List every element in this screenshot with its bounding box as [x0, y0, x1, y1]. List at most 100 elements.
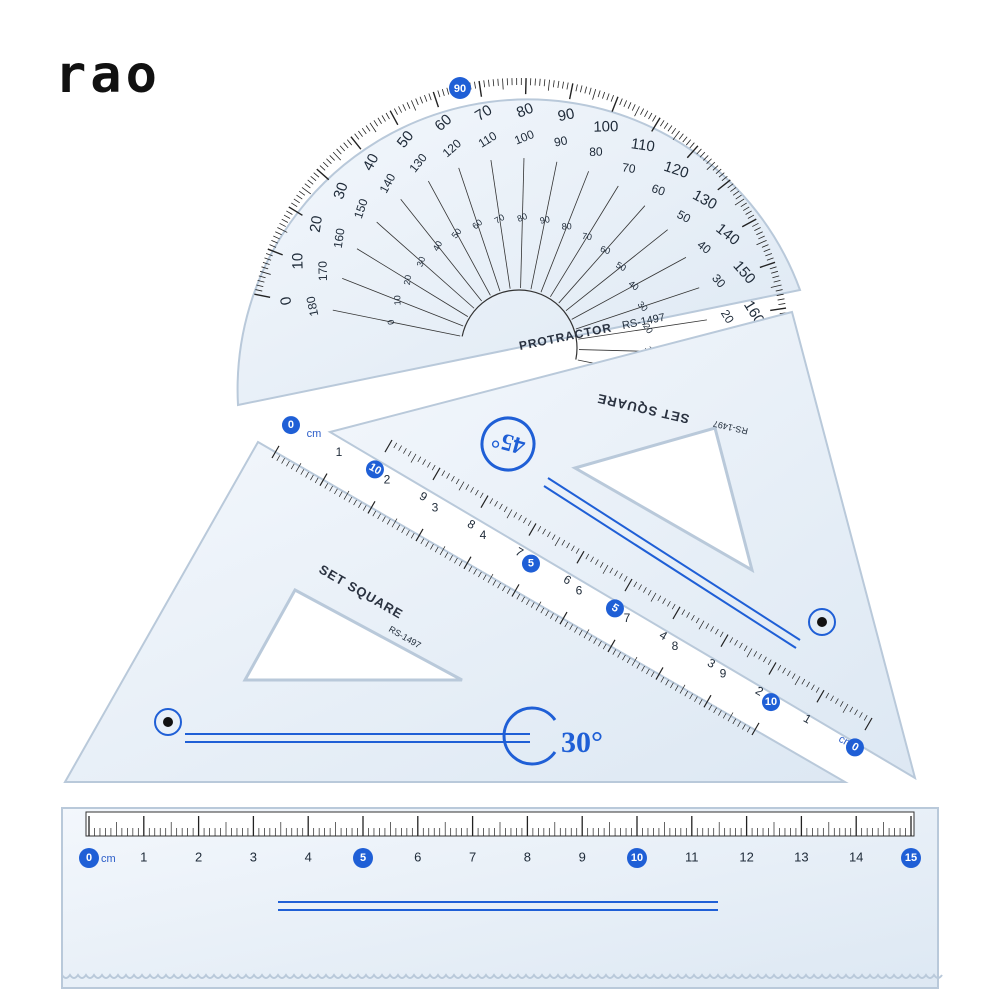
set-square-30-scale-tick: [631, 656, 638, 666]
protractor-tick: [288, 206, 303, 216]
protractor-tick: [759, 261, 776, 269]
set-square-45-scale-tick: [554, 537, 561, 547]
set-square-45-scale-label: 4: [657, 628, 670, 644]
protractor-tick: [316, 168, 330, 181]
protractor-tick: [754, 227, 761, 232]
protractor-tick: [741, 218, 757, 228]
protractor-tick: [336, 148, 342, 155]
set-square-30-scale-label: 1: [336, 445, 343, 459]
protractor-tick: [281, 218, 289, 223]
protractor-center-label: 60: [470, 217, 484, 231]
set-square-45-scale-tick: [470, 487, 474, 493]
set-square-30-hole: [154, 708, 182, 736]
set-square-30-scale-tick: [425, 541, 429, 547]
set-square-30-scale-tick: [458, 560, 463, 567]
set-square-45-scale-tick: [599, 562, 604, 568]
protractor-tick: [652, 115, 657, 122]
protractor-outer-label: 80: [514, 100, 536, 122]
set-square-30-scale-tick: [722, 713, 727, 719]
set-square-30-scale-tick: [559, 611, 568, 625]
protractor-tick: [566, 82, 569, 90]
protractor-tick: [592, 89, 597, 100]
protractor-tick: [777, 298, 785, 301]
protractor-tick: [402, 104, 407, 111]
protractor-tick: [706, 158, 712, 164]
protractor-center-label: 50: [614, 260, 628, 274]
set-square-45-scale-tick: [422, 459, 426, 465]
protractor-tick: [743, 206, 750, 211]
set-square-30-scale-tick: [324, 483, 329, 489]
protractor-tick: [432, 91, 440, 108]
protractor-inner-label: 90: [553, 133, 569, 149]
set-square-45-scale-tick: [506, 509, 513, 519]
protractor-tick: [685, 139, 692, 146]
protractor-center-label: 50: [449, 226, 463, 240]
set-square-45-scale-tick: [523, 517, 527, 524]
protractor-tick: [547, 79, 550, 91]
protractor-center-label: 90: [539, 214, 551, 226]
set-square-30-scale-label: 10: [765, 696, 777, 708]
protractor-tick: [686, 145, 699, 159]
set-square-30-scale-tick: [626, 657, 631, 664]
protractor-tick: [580, 85, 583, 93]
protractor-tick: [557, 80, 560, 88]
protractor-90-marker: [449, 77, 471, 99]
set-square-30-scale-tick: [305, 472, 309, 478]
protractor-tick: [310, 175, 317, 182]
set-square-45-scale-highlight-marker: [845, 738, 864, 757]
protractor-tick: [727, 183, 734, 189]
set-square-30-scale-tick: [391, 518, 398, 528]
straight-ruler-label: 13: [794, 849, 808, 864]
protractor-tick: [761, 244, 769, 248]
set-square-30-scale-tick: [646, 668, 650, 675]
protractor-tick: [492, 79, 495, 87]
set-square-30-scale-tick: [276, 455, 281, 461]
set-square-45-scale-tick: [864, 717, 873, 731]
protractor-tick: [732, 190, 740, 196]
set-square-30-scale-tick: [650, 671, 655, 678]
straight-ruler-unit: cm: [101, 853, 116, 865]
set-square-45-scale-highlight-marker: [605, 599, 624, 618]
set-square-30-scale-tick: [727, 712, 734, 722]
set-square-30-scale-tick: [569, 624, 573, 630]
set-square-30-scale-highlight-marker: [521, 554, 540, 573]
set-square-45-scale-label: 7: [513, 544, 526, 560]
protractor-ray: [400, 199, 482, 302]
set-square-30-scale-tick: [415, 528, 424, 542]
protractor-outer-label: 40: [360, 151, 383, 174]
set-square-30-scale-tick: [401, 527, 405, 533]
set-square-30-scale-tick: [506, 588, 511, 594]
set-square-30-scale-tick: [300, 469, 305, 475]
set-square-30-scale-tick: [367, 500, 376, 514]
set-square-45-scale-tick: [537, 526, 542, 532]
set-square-45-scale-tick: [777, 665, 782, 671]
straight-ruler-label: 4: [305, 849, 312, 864]
protractor-tick: [296, 194, 303, 200]
set-square-30-scale-tick: [396, 524, 401, 531]
protractor-tick: [428, 93, 432, 101]
set-square-30-scale-tick: [386, 519, 391, 525]
set-square-45-scale-tick: [839, 701, 844, 707]
straight-ruler-label: 2: [195, 849, 202, 864]
protractor-tick: [286, 210, 293, 215]
protractor-tick: [275, 231, 282, 236]
protractor-tick: [365, 125, 371, 132]
set-square-30-scale-tick: [290, 463, 295, 470]
set-square-30-scale-tick: [622, 654, 626, 661]
set-square-30-scale-tick: [454, 557, 458, 564]
protractor-outer-label: 0: [277, 295, 295, 307]
set-square-30-angle-badge: [502, 706, 557, 766]
set-square-30-scale-tick: [607, 639, 616, 653]
set-square-45-scale-tick: [667, 601, 671, 607]
protractor-outer-label: 10: [289, 253, 306, 270]
set-square-30-angle: 30°: [561, 726, 603, 759]
protractor-tick: [304, 183, 311, 189]
protractor-tick: [631, 104, 636, 111]
protractor-inner-label: 160: [331, 227, 348, 249]
set-square-30-scale-tick: [382, 516, 386, 522]
protractor-tick: [346, 139, 353, 146]
set-square-45-scale-tick: [830, 695, 834, 702]
set-square-45-scale-tick: [758, 653, 762, 660]
